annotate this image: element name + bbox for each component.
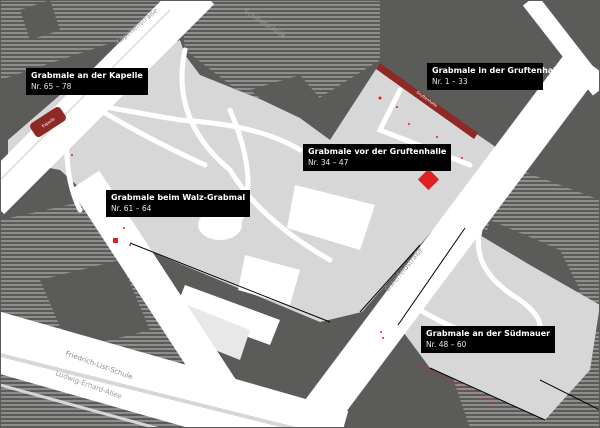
road-stripes xyxy=(0,9,301,428)
kapelle-building: Kapelle xyxy=(30,107,66,137)
label-range: Nr. 65 – 78 xyxy=(31,82,72,91)
label-suedmauer: Grabmale an der Südmauer Nr. 48 – 60 xyxy=(421,326,556,353)
label-title: Grabmale beim Walz-Grabmal xyxy=(111,193,246,202)
label-title: Grabmale an der Kapelle xyxy=(31,71,143,80)
label-vor-gruftenhalle: Grabmale vor der Gruftenhalle Nr. 34 – 4… xyxy=(303,144,452,171)
label-title: Grabmale vor der Gruftenhalle xyxy=(308,147,447,156)
label-in-gruftenhalle: Grabmale in der Gruftenhalle Nr. 1 – 33 xyxy=(427,63,565,90)
label-title: Grabmale an der Südmauer xyxy=(426,329,551,338)
label-kapelle: Grabmale an der Kapelle Nr. 65 – 78 xyxy=(26,68,148,95)
label-range: Nr. 61 – 64 xyxy=(111,204,152,213)
label-range: Nr. 1 – 33 xyxy=(432,77,468,86)
southeast-grounds xyxy=(398,228,600,420)
label-title: Grabmale in der Gruftenhalle xyxy=(432,66,565,75)
boundary-walls xyxy=(129,227,600,421)
label-range: Nr. 34 – 47 xyxy=(308,158,349,167)
label-walz-grabmal: Grabmale beim Walz-Grabmal Nr. 61 – 64 xyxy=(106,190,251,217)
label-range: Nr. 48 – 60 xyxy=(426,340,467,349)
